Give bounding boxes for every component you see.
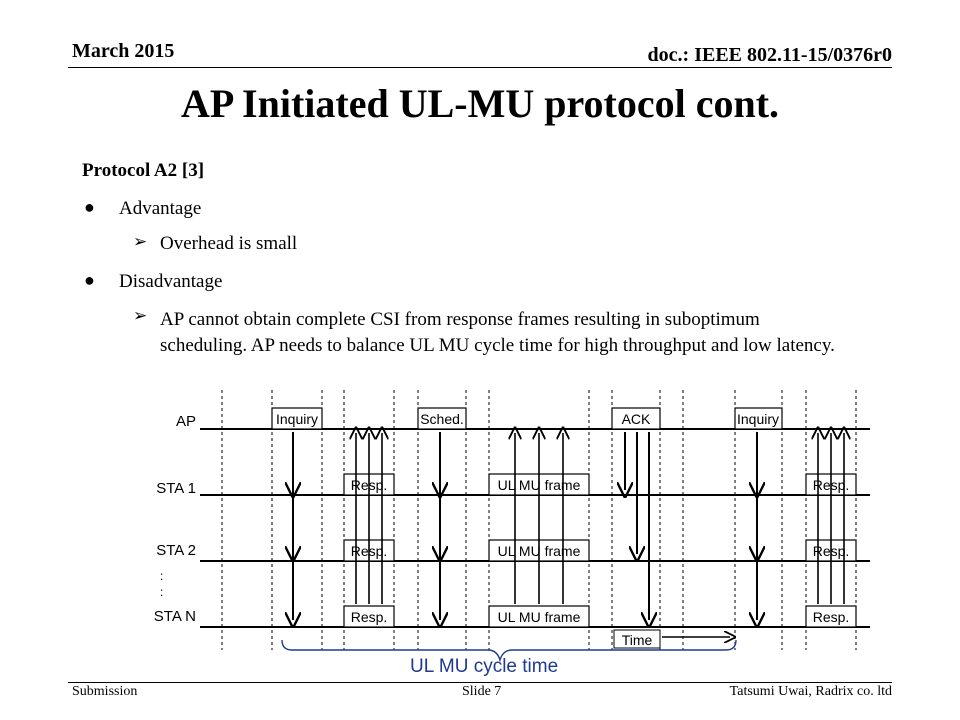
row-label-ap: AP xyxy=(176,413,196,430)
frame-sched xyxy=(417,407,467,430)
frame-inquiry xyxy=(734,407,783,430)
footer-submission: Submission xyxy=(72,684,138,699)
bullet-dot-icon: ● xyxy=(84,270,95,290)
station-timelines xyxy=(200,428,870,628)
row-label-sta1: STA 1 xyxy=(156,480,196,497)
frame-label-inquiry: Inquiry xyxy=(737,411,779,427)
footer-slide-number: Slide 7 xyxy=(462,684,502,699)
ellipsis-dots: : xyxy=(160,585,163,599)
header-rule xyxy=(68,67,892,68)
frame-ack xyxy=(611,407,661,430)
frame-label-resp: Resp. xyxy=(351,609,388,625)
footer-rule xyxy=(68,682,892,683)
downlink-arrows xyxy=(293,432,757,620)
header-date: March 2015 xyxy=(72,40,175,62)
frame-inquiry xyxy=(271,407,323,430)
disadvantage-item: AP cannot obtain complete CSI from respo… xyxy=(160,309,835,356)
header-doc-id: doc.: IEEE 802.11-15/0376r0 xyxy=(647,44,892,66)
frame-resp xyxy=(343,605,395,628)
row-label-sta2: STA 2 xyxy=(156,542,196,559)
time-label: Time xyxy=(622,632,653,648)
ellipsis-dots: : xyxy=(160,569,163,583)
frame-label-ul-mu: UL MU frame xyxy=(498,609,581,625)
frame-label-inquiry: Inquiry xyxy=(276,411,318,427)
protocol-subheading: Protocol A2 [3] xyxy=(82,160,205,181)
frame-resp xyxy=(805,605,857,628)
arrow-bullet-icon: ➢ xyxy=(133,306,148,325)
time-label-box xyxy=(613,629,661,649)
cycle-time-label: UL MU cycle time xyxy=(410,656,559,677)
advantage-item: Overhead is small xyxy=(160,233,298,254)
frame-label-ack: ACK xyxy=(622,411,651,427)
bullet-dot-icon: ● xyxy=(84,197,95,217)
footer-author: Tatsumi Uwai, Radrix co. ltd xyxy=(729,684,892,699)
arrow-bullet-icon: ➢ xyxy=(133,232,148,251)
frame-label-sched: Sched. xyxy=(420,411,464,427)
frame-label-resp: Resp. xyxy=(813,609,850,625)
row-label-stan: STA N xyxy=(154,608,196,625)
advantage-label: Advantage xyxy=(119,198,202,219)
uplink-arrows xyxy=(356,433,844,604)
cycle-brace xyxy=(281,639,737,663)
frame-ul-mu xyxy=(488,605,590,628)
slide-title: AP Initiated UL-MU protocol cont. xyxy=(180,81,780,126)
disadvantage-label: Disadvantage xyxy=(119,271,223,292)
